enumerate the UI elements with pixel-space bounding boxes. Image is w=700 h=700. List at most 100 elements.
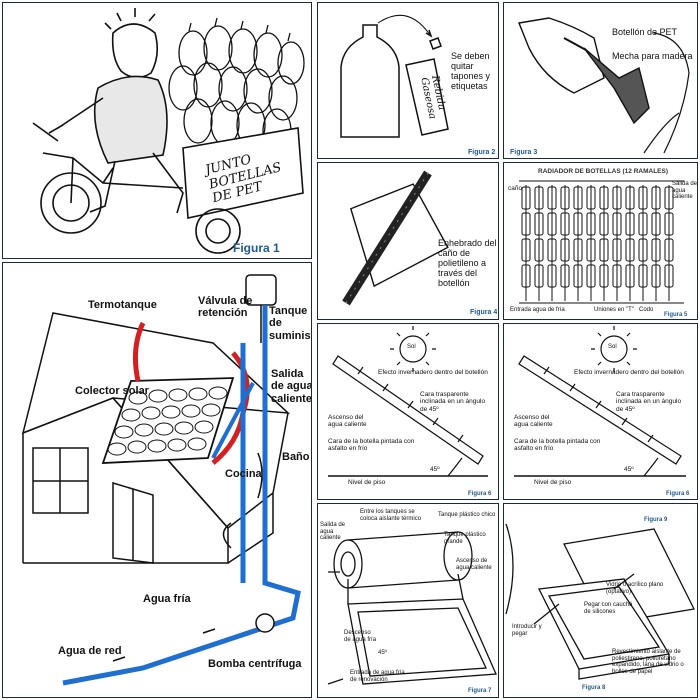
fig6b-greenhouse: Efecto invernadero dentro del botellón: [574, 369, 684, 376]
big-tank: [347, 531, 459, 589]
motorcycle: [32, 122, 241, 254]
figure-7-panel: Entre los tanques se coloca aislante tér…: [317, 503, 499, 698]
fig5-title: RADIADOR DE BOTELLAS (12 RAMALES): [538, 168, 669, 175]
fig7-cold-in: Entrada de agua fría de renovación: [350, 670, 405, 683]
fig6a-floor: Nivel de piso: [348, 479, 386, 486]
bottle-label-tag: [405, 58, 449, 136]
fig3-drill-label: Mecha para madera: [612, 51, 693, 61]
figure-2-label: Figura 2: [468, 149, 496, 156]
bottle-radiator-grid: [519, 180, 684, 304]
sun-icon: [600, 335, 628, 363]
bottle-cap: [429, 37, 442, 50]
figure-6b-panel: Sol Efecto invernadero dentro del botell…: [503, 323, 698, 500]
fig6a-angle: 45º: [430, 466, 440, 473]
motorcycle-cart-illustration: [32, 8, 305, 254]
bottle-pile: [168, 17, 305, 154]
fig6b-clear-face: Cara trasparente inclinada en un ángulo …: [616, 391, 682, 413]
label-solar-collector: Colector solar: [75, 385, 149, 397]
pet-bottle: [340, 24, 400, 138]
fig6a-clear-face: Cara trasparente inclinada en un ángulo …: [420, 391, 486, 413]
fig5-elbow: Codo: [639, 307, 654, 313]
drilling-illustration: [518, 17, 690, 154]
fig7-angle: 45º: [378, 650, 387, 656]
figure-3-panel: Botellón de PET Mecha para madera Figura…: [503, 2, 698, 159]
label-hot-water-out: Salida de agua caliente: [271, 368, 312, 405]
tank-collector-illustration: [327, 531, 497, 685]
figure-8-9-panel: Figura 9 Vidrio o acrílico plano (optati…: [503, 503, 698, 698]
label-centrifugal-pump: Bomba centrífuga: [208, 658, 302, 670]
label-bathroom: Baño: [282, 451, 310, 463]
pet-bottle: [518, 17, 605, 94]
label-supply-tank: Tanque de suministro: [269, 305, 311, 342]
fig6a-painted-face: Cara de la botella pintada con asfalto e…: [328, 438, 415, 453]
figure-1-panel: JUNTO BOTELLAS DE PET Figura 1: [2, 2, 312, 259]
rider: [48, 8, 184, 214]
drill: [583, 47, 650, 125]
fig7-small-tank: Tanque plástico chico: [438, 512, 496, 518]
bottle-row: [332, 355, 484, 465]
fig5-hot-out: Salida de agua caliente: [672, 181, 698, 201]
label-thermotank: Termotanque: [88, 299, 157, 311]
tank-edge: [505, 523, 514, 615]
fig6a-sun: Sol: [407, 344, 416, 350]
fig3-bottle-label: Botellón de PET: [612, 27, 678, 37]
fig6b-angle: 45º: [624, 466, 634, 473]
figure-9-label: Figura 9: [644, 517, 668, 523]
fig8-insert: Introducir y pegar: [512, 624, 542, 637]
inclined-bottles-illustration: [328, 326, 488, 477]
pump-icon: [255, 613, 275, 633]
fig7-big-tank: Tanque plástico grande: [444, 532, 486, 545]
door: [112, 481, 154, 564]
fig4-note: Enhebrado del caño de polietileno a trav…: [438, 238, 497, 289]
person: [643, 32, 690, 154]
fig5-cold-in: Entrada agua de fría: [510, 307, 565, 313]
figure-3-label: Figura 3: [510, 149, 538, 156]
bottle-row: [518, 355, 682, 465]
fig6a-greenhouse: Efecto invernadero dentro del botellón: [378, 369, 488, 376]
fig5-unions: Uniones en "T": [594, 307, 634, 313]
label-mains-water: Agua de red: [58, 645, 122, 657]
figure-5-panel: RADIADOR DE BOTELLAS (12 RAMALES) caño S…: [503, 162, 698, 320]
fig6b-painted-face: Cara de la botella pintada con asfalto e…: [514, 438, 601, 453]
fig6b-floor: Nivel de piso: [534, 479, 572, 486]
glass-cover-illustration: [505, 523, 695, 680]
fig6b-rise: Ascenso del agua caliente: [514, 414, 553, 429]
fig2-note: Se deben quitar tapones y etiquetas: [451, 51, 491, 92]
label-check-valve: Válvula de retención: [198, 295, 253, 320]
fig7-hot-out: Salida de agua caliente: [320, 522, 346, 542]
fig6a-rise: Ascenso del agua caliente: [328, 414, 367, 429]
fig5-pipe-label: caño: [508, 185, 523, 192]
wood-bit: [563, 37, 587, 51]
figure-6a-panel: Sol Efecto invernadero dentro del botell…: [317, 323, 499, 500]
cold-branch-pipe: [211, 382, 255, 459]
collector-frame: [347, 598, 497, 685]
cart-box: [182, 127, 304, 219]
figure-6b-label: Figura 6: [666, 491, 690, 497]
house-solar-panel: Termotanque Válvula de retención Tanque …: [2, 262, 312, 698]
figure-8-label: Figura 8: [582, 685, 606, 691]
figure-2-panel: Se deben quitar tapones y etiquetas Rebi…: [317, 2, 499, 159]
figure-5-label: Figura 5: [664, 312, 688, 318]
solar-collector: [101, 377, 235, 464]
small-tank-end: [340, 551, 356, 577]
figure-4-panel: Enhebrado del caño de polietileno a trav…: [317, 162, 499, 320]
fig7-insulation: Entre los tanques se coloca aislante tér…: [360, 509, 422, 522]
fig8-silicone: Pegar con cauchó de silicones: [584, 602, 633, 615]
figure-4-label: Figura 4: [470, 309, 498, 316]
fig7-hot-rise: Ascenso de agua caliente: [456, 558, 492, 571]
sun-icon: [399, 335, 427, 363]
fig6b-sun: Sol: [608, 344, 617, 350]
house-solar-illustration: [21, 274, 301, 686]
fig8-glass: Vidrio o acrílico plano (optativo): [606, 582, 664, 595]
figure-7-label: Figura 7: [468, 688, 492, 694]
inclined-bottles-illustration: [514, 326, 686, 477]
figure-1-label: Figura 1: [233, 241, 280, 255]
label-kitchen: Cocina: [225, 468, 262, 480]
fig8-insulation: Revestimiento aislante de poliestireno, …: [612, 649, 684, 676]
bottle-caps-illustration: [340, 14, 449, 138]
threading-illustration: [342, 170, 449, 306]
figure-6a-label: Figura 6: [468, 491, 492, 497]
label-cold-water: Agua fría: [143, 593, 191, 605]
fig7-cold-desc: Descenso de agua fría: [344, 630, 377, 643]
cold-water-pipe: [62, 305, 301, 686]
